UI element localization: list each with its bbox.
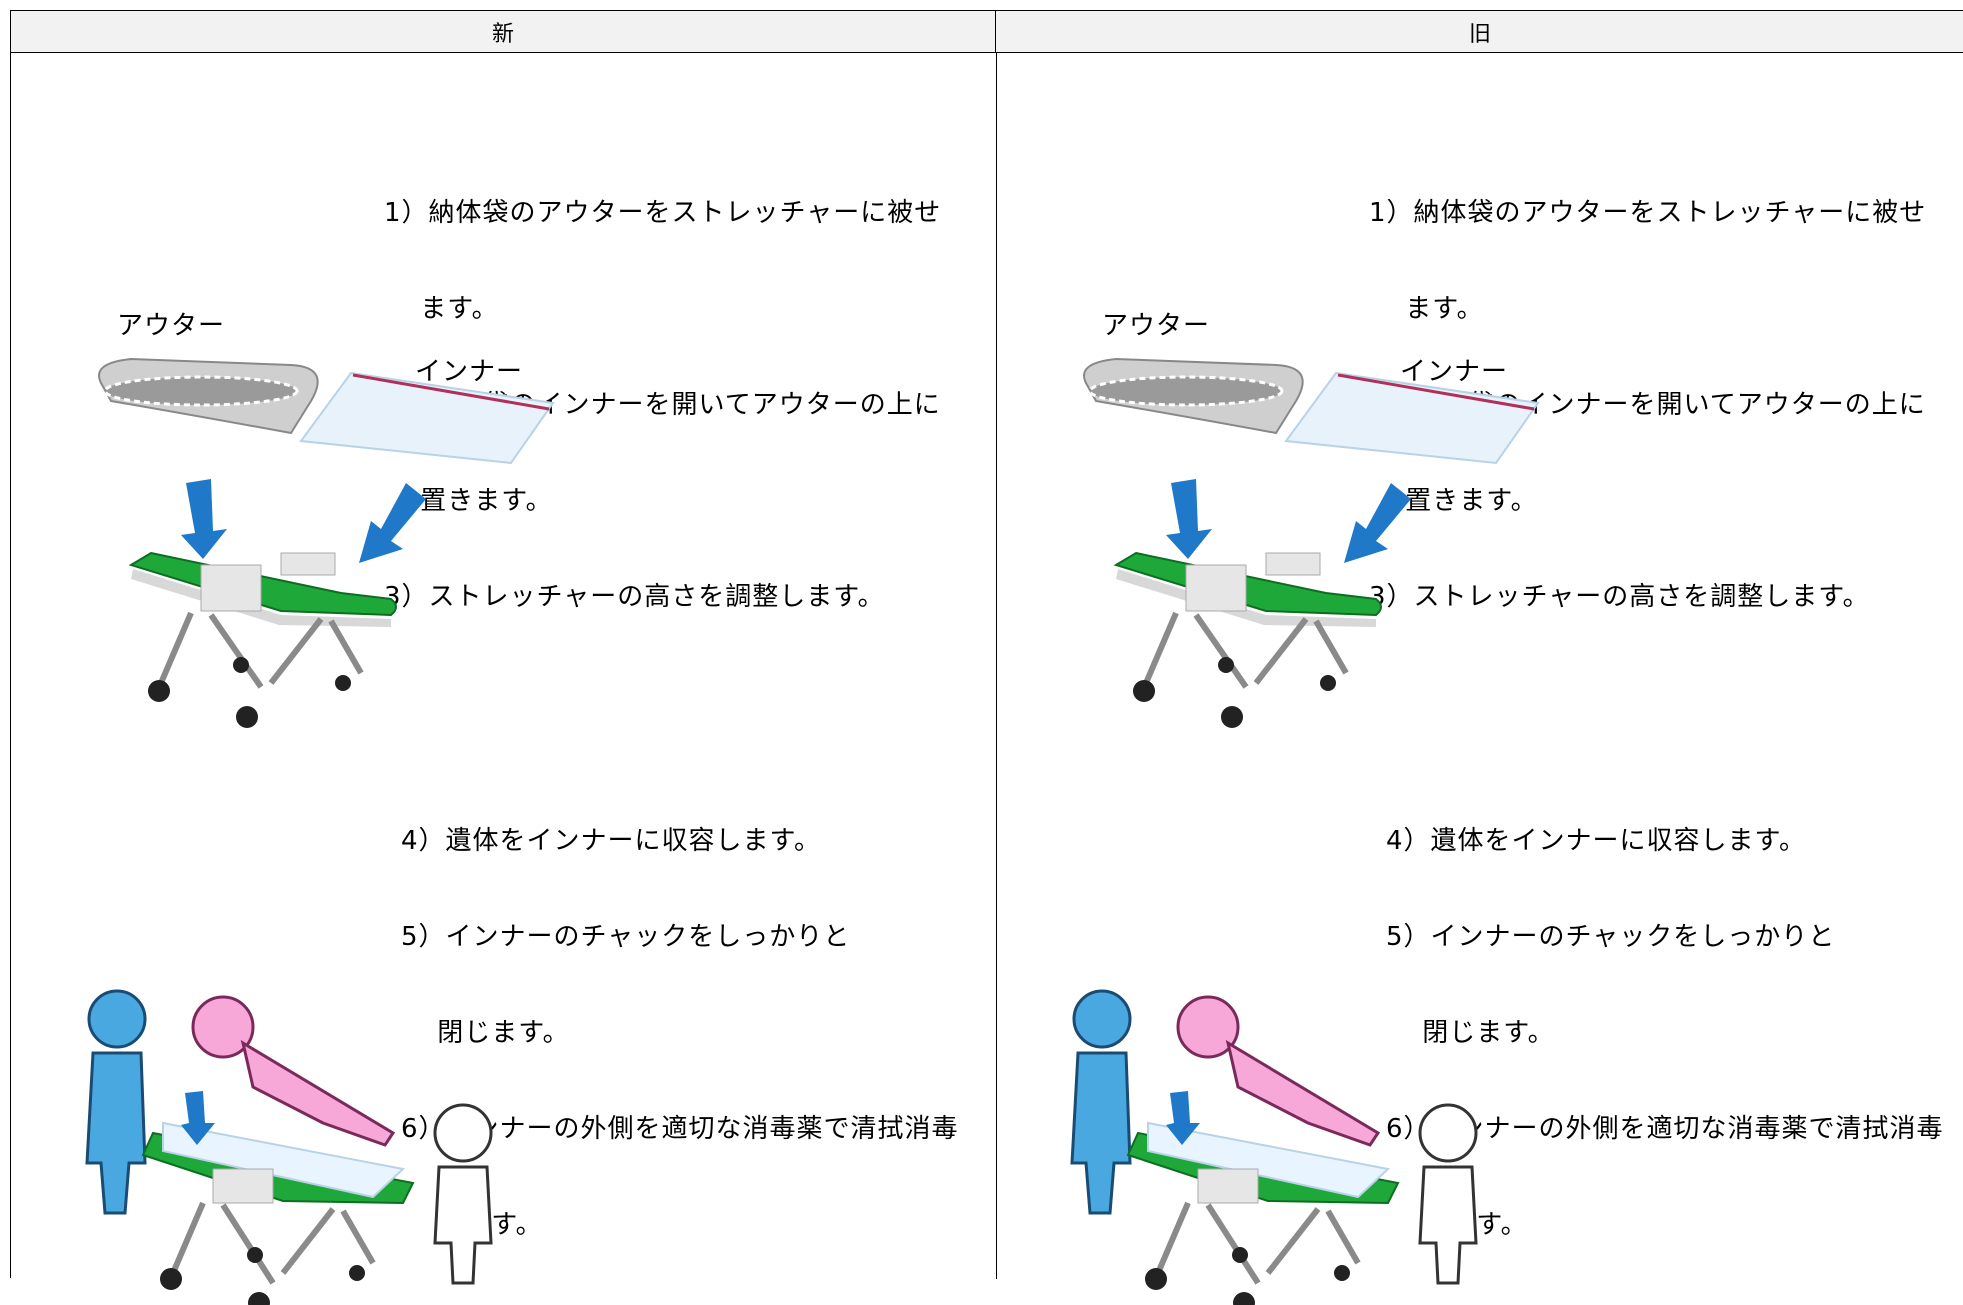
outer-bag-icon: [98, 357, 319, 435]
column-divider: [996, 53, 997, 1279]
stretcher-icon: [1126, 1121, 1400, 1305]
body-figure-icon: [1176, 995, 1381, 1147]
step-line: ます。: [1369, 294, 1484, 324]
column-new: 1）納体袋のアウターをストレッチャーに被せ ます。 2）納体袋のインナーを開いて…: [11, 53, 996, 1305]
step-line: 閉じます。: [401, 1018, 570, 1048]
step-line: 3）ストレッチャーの高さを調整します。: [1369, 582, 1870, 612]
staff-person-icon: [85, 989, 147, 1215]
staff-person-icon: [1418, 1103, 1478, 1285]
stretcher-setup-illustration: [98, 357, 555, 728]
outer-label: アウター: [1102, 311, 1211, 341]
step-line: 3）ストレッチャーの高さを調整します。: [384, 582, 885, 612]
down-arrow-icon: [181, 479, 426, 563]
inner-label: インナー: [415, 357, 524, 387]
stretcher-icon: [141, 1121, 415, 1305]
step-line: 置きます。: [384, 486, 553, 516]
header-new: 新: [11, 11, 996, 53]
outer-label: アウター: [117, 311, 226, 341]
down-arrow-icon: [1166, 479, 1411, 563]
body-figure-icon: [191, 995, 396, 1147]
step-line: 6）インナーの外側を適切な消毒薬で清拭消毒: [1386, 1114, 1944, 1144]
down-arrow-icon: [181, 1091, 215, 1145]
outer-bag-icon: [1083, 357, 1304, 435]
staff-person-icon: [1070, 989, 1132, 1215]
stretcher-setup-illustration: [1083, 357, 1540, 728]
step-line: 5）インナーのチャックをしっかりと: [1386, 922, 1836, 952]
stretcher-icon: [1113, 551, 1382, 728]
step-line: 置きます。: [1369, 486, 1538, 516]
inner-label: インナー: [1400, 357, 1509, 387]
step-line: 4）遺体をインナーに収容します。: [1386, 826, 1806, 856]
column-old: 1）納体袋のアウターをストレッチャーに被せ ます。 2）納体袋のインナーを開いて…: [996, 53, 1963, 1305]
header-old: 旧: [996, 11, 1963, 53]
step-line: ます。: [384, 294, 499, 324]
body-transfer-illustration: [85, 989, 493, 1305]
down-arrow-icon: [1166, 1091, 1200, 1145]
step-line: 5）インナーのチャックをしっかりと: [401, 922, 851, 952]
step-line: 閉じます。: [1386, 1018, 1555, 1048]
inner-bag-icon: [299, 371, 555, 465]
step-line: 6）インナーの外側を適切な消毒薬で清拭消毒: [401, 1114, 959, 1144]
header-old-label: 旧: [1468, 21, 1491, 47]
comparison-table: 新 旧 1）納体袋のアウターをストレッチャーに被せ ます。 2）納体袋のインナー…: [10, 10, 1963, 1305]
step-line: 4）遺体をインナーに収容します。: [401, 826, 821, 856]
step-line: 1）納体袋のアウターをストレッチャーに被せ: [384, 198, 942, 228]
header-new-label: 新: [491, 21, 514, 47]
stretcher-icon: [128, 551, 397, 728]
staff-person-icon: [433, 1103, 493, 1285]
steps-1-3: 1）納体袋のアウターをストレッチャーに被せ ます。 2）納体袋のインナーを開いて…: [384, 133, 941, 677]
inner-bag-icon: [1284, 371, 1540, 465]
steps-4-6: 4）遺体をインナーに収容します。 5）インナーのチャックをしっかりと 閉じます。…: [401, 761, 959, 1305]
step-line: 1）納体袋のアウターをストレッチャーに被せ: [1369, 198, 1927, 228]
steps-4-6: 4）遺体をインナーに収容します。 5）インナーのチャックをしっかりと 閉じます。…: [1386, 761, 1944, 1305]
body-transfer-illustration: [1070, 989, 1478, 1305]
